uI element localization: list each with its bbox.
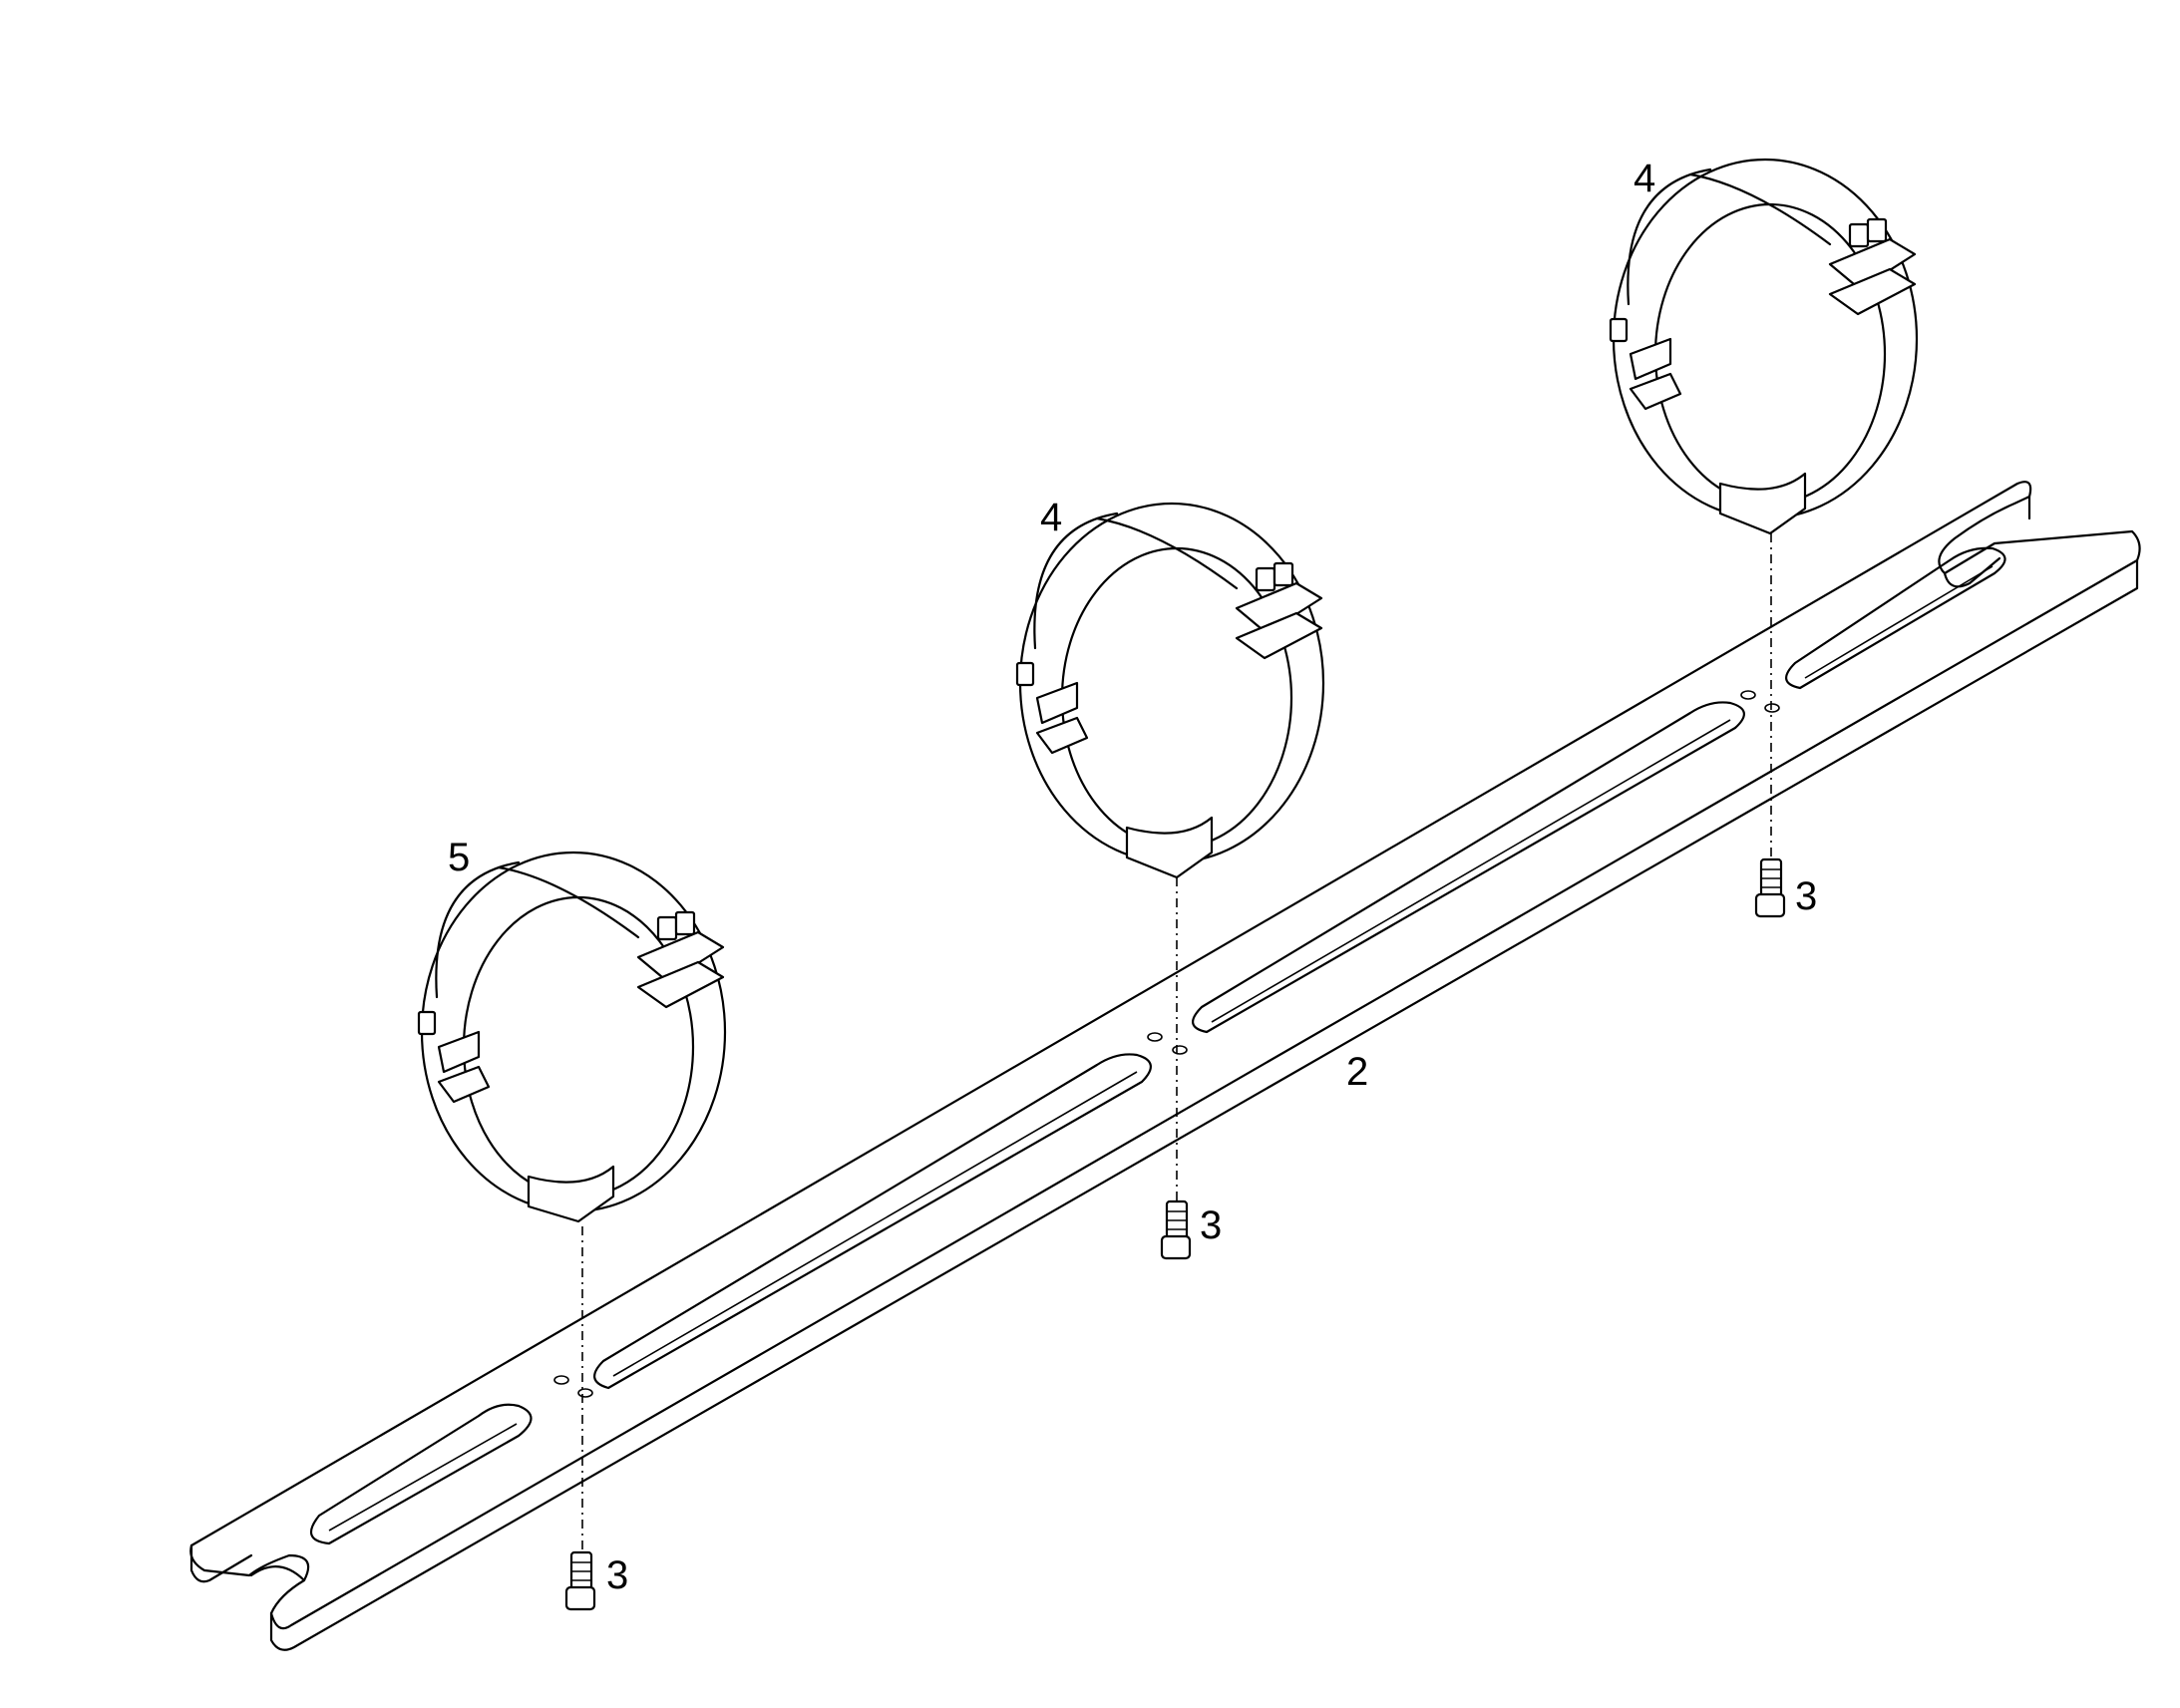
clamp-ring-middle [1015,502,1325,879]
callout-clamp-middle: 4 [1040,496,1062,539]
callout-screw-right: 3 [1795,874,1817,918]
callout-clamp-right: 4 [1634,157,1655,200]
callout-clamp-left: 5 [448,836,470,879]
screw-right [1754,857,1786,918]
screw-middle [1160,1199,1192,1260]
clamp-ring-left [417,851,727,1223]
rail-holes [553,690,1780,1398]
callout-rail: 2 [1346,1050,1368,1094]
assembly-center-lines [581,533,1772,1555]
rail-slot-1 [309,1403,533,1545]
callout-screw-middle: 3 [1200,1203,1222,1247]
screw-left [564,1550,596,1611]
callout-screw-left: 3 [606,1553,628,1597]
rail-slot-3 [1192,701,1745,1034]
rail-slot-2 [593,1053,1152,1390]
rail-slot-4 [1785,546,2006,690]
mounting-rail [189,481,2141,1651]
rail-slots [309,546,2006,1545]
clamp-ring-right [1609,158,1919,535]
